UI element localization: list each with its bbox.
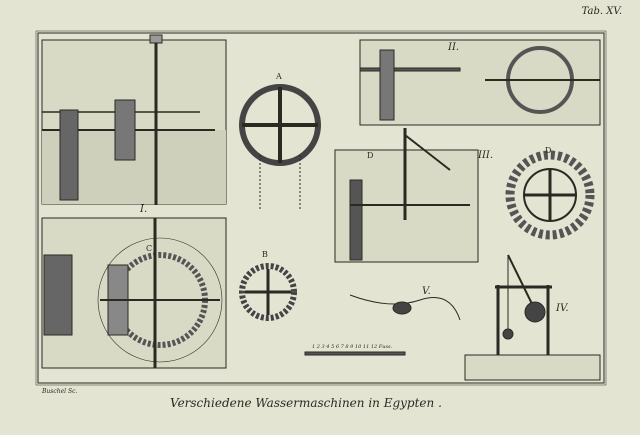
part-label-a: A <box>276 72 282 81</box>
figure-i-section <box>41 217 227 369</box>
part-label-b: B <box>262 250 268 259</box>
plate-border-outer <box>35 30 607 386</box>
part-label-d-wheel: D <box>545 146 552 155</box>
scale-label: 1 2 3 4 5 6 7 8 9 10 11 12 Fuss. <box>312 344 393 350</box>
part-label-d: D <box>367 151 374 160</box>
plate-border <box>37 32 605 384</box>
figure-ii-section <box>359 39 601 126</box>
figure-label-ii: II. <box>448 42 460 53</box>
figure-v-bucket <box>349 294 461 321</box>
plate-number: Tab. XV. <box>581 6 622 17</box>
figure-top-left-section <box>41 34 227 205</box>
part-label-c: C <box>146 244 153 253</box>
scale-bar <box>304 351 406 356</box>
figure-iii-section <box>334 128 479 263</box>
engraver-signature: Buschel Sc. <box>42 388 78 395</box>
figure-label-i: I. <box>140 204 148 215</box>
figure-label-iii: III. <box>478 150 494 161</box>
figure-label-iv: IV. <box>556 303 569 314</box>
cog-wheel-b-figure <box>239 263 297 321</box>
wheel-d-figure <box>505 150 595 240</box>
wheel-a-figure <box>239 84 321 210</box>
figure-label-v: V. <box>422 286 431 297</box>
figure-iv-shaduf <box>464 254 601 381</box>
plate-title: Verschiedene Wassermaschinen in Egypten … <box>170 396 442 410</box>
